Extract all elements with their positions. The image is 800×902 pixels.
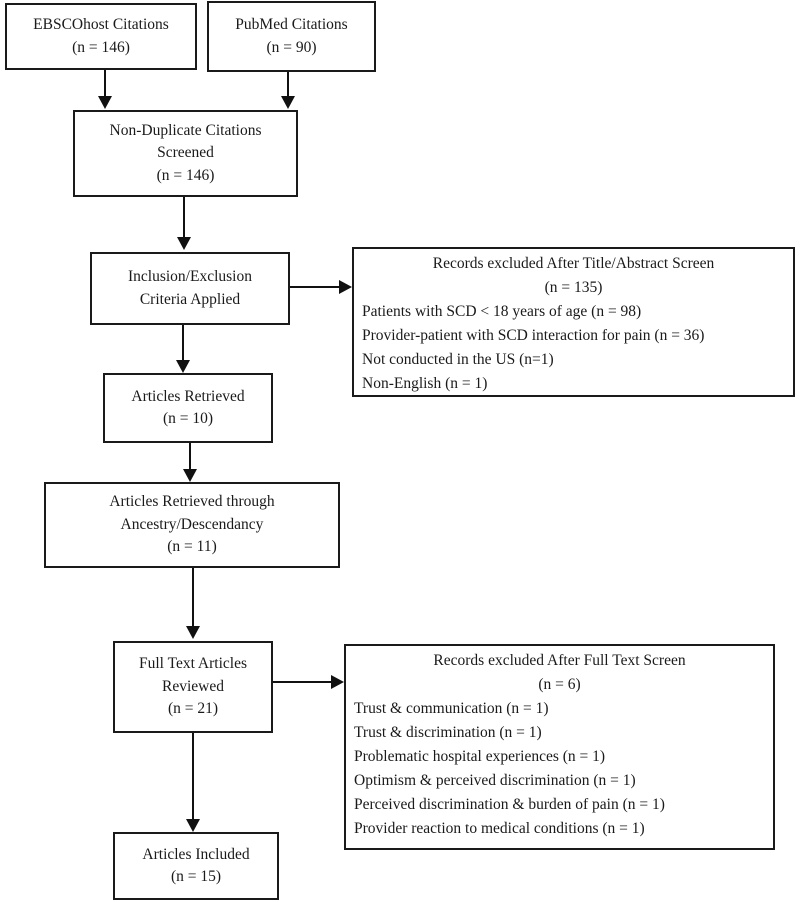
arrow-fulltext-to-excluded-fulltext bbox=[273, 675, 344, 689]
arrow-fulltext-to-included bbox=[186, 733, 200, 832]
box-articles-retrieved: Articles Retrieved (n = 10) bbox=[103, 373, 273, 443]
box-line: (n = 146) bbox=[72, 38, 130, 56]
box-line: Articles Retrieved bbox=[131, 387, 245, 405]
arrow-ebscohost-to-screened bbox=[98, 70, 112, 109]
box-nonduplicate-screened: Non-Duplicate Citations Screened (n = 14… bbox=[73, 110, 298, 197]
excluded-item: Trust & discrimination (n = 1) bbox=[354, 724, 542, 741]
box-line: Screened bbox=[157, 144, 214, 162]
excluded-title: Records excluded After Full Text Screen bbox=[433, 652, 686, 669]
excluded-title: Records excluded After Title/Abstract Sc… bbox=[432, 255, 715, 272]
arrow-screened-to-criteria bbox=[177, 197, 191, 250]
box-line: (n = 10) bbox=[162, 410, 214, 427]
box-pubmed-citations: PubMed Citations (n = 90) bbox=[207, 1, 376, 72]
excluded-item: Optimism & perceived discrimination (n =… bbox=[354, 772, 636, 789]
excluded-item: Non-English (n = 1) bbox=[362, 375, 488, 392]
box-line: (n = 90) bbox=[266, 38, 317, 56]
box-excluded-title-abstract: Records excluded After Title/Abstract Sc… bbox=[352, 247, 795, 397]
box-articles-included: Articles Included (n = 15) bbox=[113, 832, 279, 900]
excluded-item: Problematic hospital experiences (n = 1) bbox=[354, 748, 606, 765]
box-line: (n = 11) bbox=[167, 538, 217, 556]
arrow-criteria-to-excluded-title-abstract bbox=[290, 280, 352, 294]
box-line: (n = 21) bbox=[167, 700, 219, 718]
box-line: Full Text Articles bbox=[139, 655, 247, 673]
excluded-item: Perceived discrimination & burden of pai… bbox=[354, 796, 665, 813]
arrow-pubmed-to-screened bbox=[281, 72, 295, 109]
arrow-criteria-to-retrieved bbox=[176, 325, 190, 373]
box-line: EBSCOhost Citations bbox=[33, 16, 169, 34]
excluded-item: Provider-patient with SCD interaction fo… bbox=[362, 327, 705, 344]
box-line: Reviewed bbox=[162, 677, 224, 695]
box-inclusion-exclusion-criteria: Inclusion/Exclusion Criteria Applied bbox=[90, 252, 290, 325]
excluded-item: Trust & communication (n = 1) bbox=[354, 700, 549, 717]
excluded-count: (n = 6) bbox=[538, 676, 581, 693]
box-excluded-fulltext: Records excluded After Full Text Screen … bbox=[344, 644, 775, 850]
box-line: Inclusion/Exclusion bbox=[128, 268, 252, 286]
arrow-ancestry-to-fulltext bbox=[186, 568, 200, 639]
excluded-item: Patients with SCD < 18 years of age (n =… bbox=[362, 303, 642, 320]
box-line: Non-Duplicate Citations bbox=[109, 121, 262, 139]
excluded-count: (n = 135) bbox=[544, 279, 603, 296]
excluded-item: Provider reaction to medical conditions … bbox=[354, 820, 645, 837]
box-fulltext-reviewed: Full Text Articles Reviewed (n = 21) bbox=[113, 641, 273, 733]
excluded-item: Not conducted in the US (n=1) bbox=[362, 351, 554, 368]
box-line: Ancestry/Descendancy bbox=[120, 515, 264, 533]
arrow-retrieved-to-ancestry bbox=[183, 443, 197, 482]
box-line: Criteria Applied bbox=[139, 290, 241, 308]
box-ancestry-descendancy: Articles Retrieved through Ancestry/Desc… bbox=[44, 482, 340, 568]
box-line: (n = 15) bbox=[170, 868, 222, 885]
box-line: Articles Retrieved through bbox=[109, 493, 275, 511]
box-line: PubMed Citations bbox=[235, 16, 348, 34]
box-ebscohost-citations: EBSCOhost Citations (n = 146) bbox=[5, 3, 197, 70]
box-line: (n = 146) bbox=[156, 166, 215, 184]
box-line: Articles Included bbox=[142, 845, 250, 863]
